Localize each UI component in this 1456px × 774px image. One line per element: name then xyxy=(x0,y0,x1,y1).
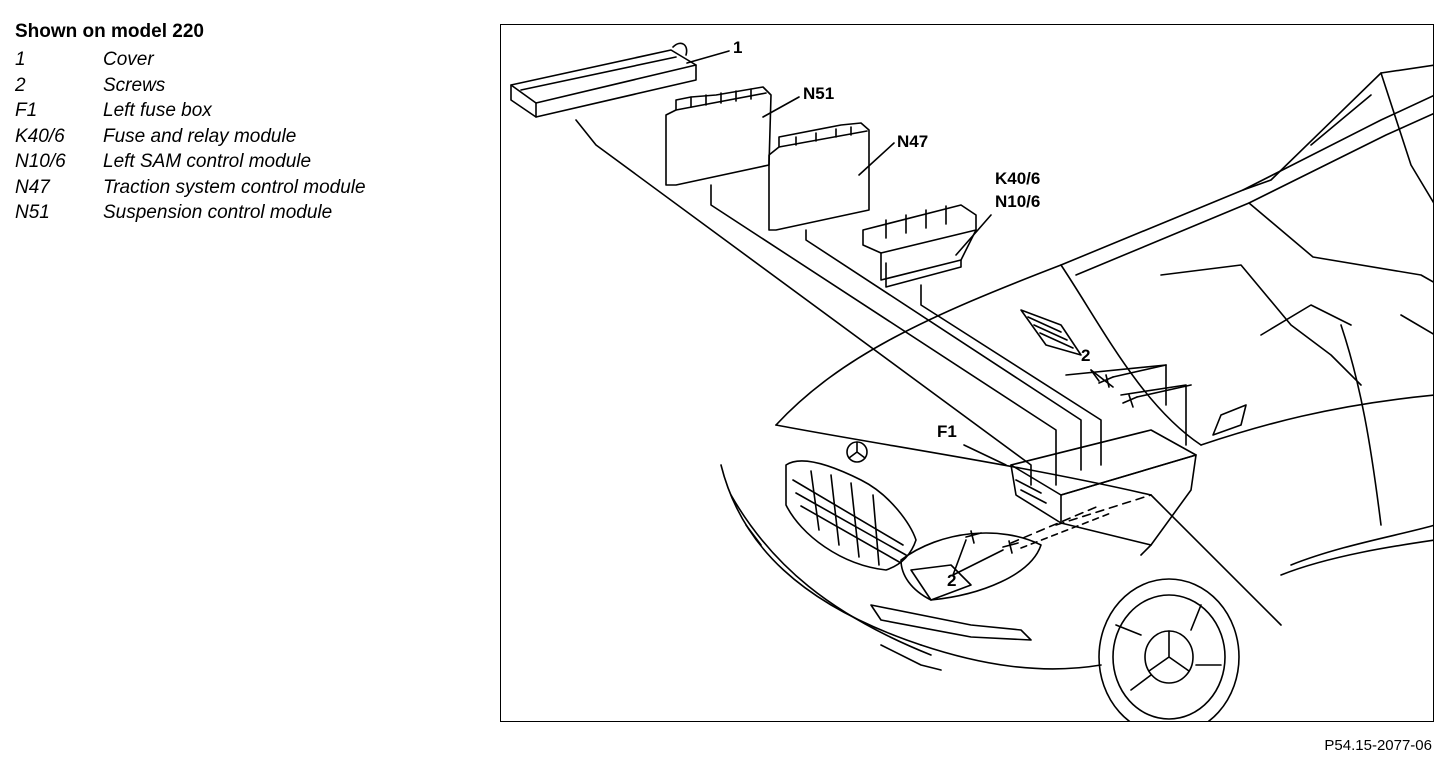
n47-module-drawing xyxy=(768,122,870,231)
figure-id: P54.15-2077-06 xyxy=(1324,737,1432,754)
callout-n51: N51 xyxy=(803,84,835,103)
legend-desc: Fuse and relay module xyxy=(103,125,297,147)
legend-code: 1 xyxy=(15,49,26,70)
legend-code: N51 xyxy=(15,202,50,223)
interior-lines xyxy=(1160,264,1433,386)
fender-outline xyxy=(1150,324,1433,626)
front-bumper xyxy=(720,464,1102,671)
callout-leaders xyxy=(686,50,1114,576)
legend-desc: Left fuse box xyxy=(103,100,212,121)
fuse-box-f1-drawing xyxy=(1010,429,1197,556)
callout-1: 1 xyxy=(733,38,743,57)
legend-desc: Left SAM control module xyxy=(103,151,312,172)
legend-code: 2 xyxy=(15,74,26,96)
legend-code: F1 xyxy=(15,100,38,121)
cover-drawing xyxy=(510,42,697,118)
n51-module-drawing xyxy=(665,86,772,186)
callout-f1: F1 xyxy=(937,422,957,441)
legend-desc: Suspension control module xyxy=(103,202,333,223)
headlamp xyxy=(900,532,1042,601)
hood-star-emblem xyxy=(846,441,868,463)
projection-lines xyxy=(575,119,1187,486)
callout-n10-6: N10/6 xyxy=(995,192,1041,211)
exploded-diagram: 1 N51 N47 K40/6 N10/6 F1 2 2 xyxy=(500,24,1434,722)
callout-screws-bottom: 2 xyxy=(947,571,957,590)
hood-outline xyxy=(775,264,1202,496)
legend-title: Shown on model 220 xyxy=(15,21,204,42)
k40-n10-module-drawing xyxy=(862,204,977,288)
legend-item-traction-module: N47 Traction system control module xyxy=(15,175,485,201)
legend-desc: Screws xyxy=(103,74,166,96)
callout-k40-6: K40/6 xyxy=(995,169,1041,188)
legend-item-cover: 1 Cover xyxy=(15,47,485,73)
legend-item-screws: 2 Screws xyxy=(15,73,485,99)
car-front-drawing xyxy=(510,42,1433,721)
legend-code: K40/6 xyxy=(15,125,65,147)
callout-n47: N47 xyxy=(897,132,929,151)
legend-code: N47 xyxy=(15,176,50,198)
front-wheel xyxy=(1098,578,1240,721)
screws-drawing xyxy=(965,364,1192,554)
windshield-outline xyxy=(1060,64,1433,283)
legend-item-left-sam-module: N10/6 Left SAM control module xyxy=(15,149,485,175)
legend: Shown on model 220 1 Cover 2 Screws F1 L… xyxy=(15,20,485,226)
legend-desc: Traction system control module xyxy=(103,176,366,198)
radiator-grille xyxy=(785,460,917,571)
legend-item-fuse-relay-module: K40/6 Fuse and relay module xyxy=(15,124,485,150)
legend-item-left-fuse-box: F1 Left fuse box xyxy=(15,98,485,124)
legend-desc: Cover xyxy=(103,49,154,70)
legend-item-suspension-module: N51 Suspension control module xyxy=(15,200,485,226)
legend-code: N10/6 xyxy=(15,151,66,172)
callout-screws-top: 2 xyxy=(1081,346,1091,365)
